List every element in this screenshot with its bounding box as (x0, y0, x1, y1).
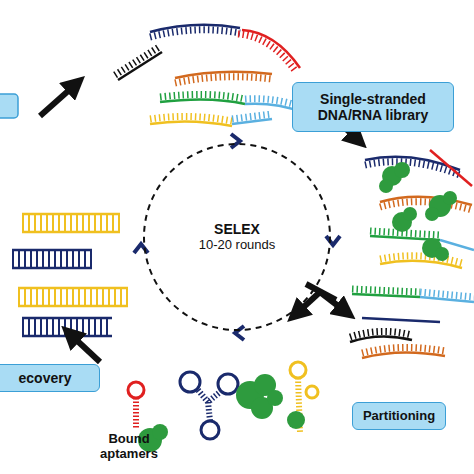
cycle-text: SELEX (214, 221, 260, 237)
target-blobs (379, 162, 457, 261)
dashed-circle (144, 144, 330, 330)
cycle-chevrons (134, 134, 340, 340)
library-strands (115, 25, 302, 126)
step-box: Partitioning (352, 402, 446, 430)
cut-box (0, 94, 18, 118)
arrow-bar (306, 284, 336, 300)
aptamer-structures (128, 362, 318, 439)
incubation-strands (365, 150, 474, 268)
annotation-label: Bound aptamers (90, 432, 168, 462)
bound-targets (138, 374, 305, 452)
step-box: Single-stranded DNA/RNA library (292, 82, 454, 132)
step-label: ecovery (19, 370, 72, 386)
step-box: ecovery (0, 364, 100, 392)
unbound-strands (350, 289, 474, 358)
step-label: Single-stranded DNA/RNA library (293, 91, 453, 123)
amplified-duplexes (12, 214, 128, 336)
cycle-circle: SELEX10-20 rounds (142, 142, 332, 332)
cycle-text: 10-20 rounds (199, 238, 276, 253)
step-label: Partitioning (363, 409, 435, 424)
